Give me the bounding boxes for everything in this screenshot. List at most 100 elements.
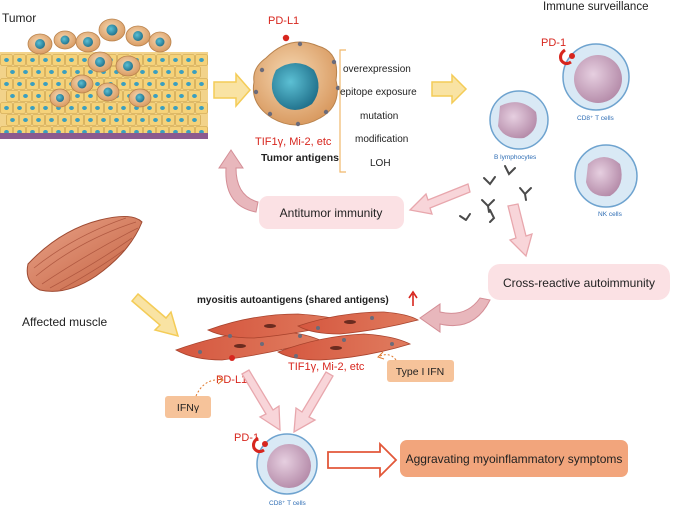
mechanism-bracket xyxy=(339,49,346,173)
epithelial-nucleus xyxy=(140,118,145,122)
type-i-ifn-box xyxy=(387,360,454,382)
epithelial-nucleus xyxy=(95,82,100,86)
nk-cell xyxy=(574,144,638,208)
cross-reactive-label: Cross-reactive autoimmunity xyxy=(503,276,655,290)
aggravating-label: Aggravating myoinflammatory symptoms xyxy=(406,452,623,466)
nk-cells-label: NK cells xyxy=(598,211,623,218)
epithelial-nucleus xyxy=(17,106,22,110)
muscle-fibers xyxy=(175,311,420,361)
epithelial-nucleus xyxy=(82,58,87,62)
epithelial-nucleus xyxy=(43,58,48,62)
arrow-to-cross-reactive xyxy=(507,203,533,258)
mechanism-item: epitope exposure xyxy=(340,87,417,98)
epithelial-nucleus xyxy=(108,106,113,110)
epithelial-nucleus xyxy=(30,58,35,62)
pd-1-bottom-label: PD-1 xyxy=(234,432,259,444)
epithelial-nucleus xyxy=(69,58,74,62)
epithelial-nucleus xyxy=(23,118,28,122)
pd-1-receptor-top xyxy=(559,48,575,66)
arrow-muscle-to-fibers xyxy=(130,292,180,338)
epithelial-nucleus xyxy=(88,94,93,98)
epithelial-nucleus xyxy=(56,82,61,86)
pd-l1-molecule-top xyxy=(282,34,290,42)
epithelial-nucleus xyxy=(36,70,41,74)
epithelial-nucleus xyxy=(75,118,80,122)
cd8-t-cells-bottom-label: CD8⁺ T cells xyxy=(269,500,307,507)
epithelial-nucleus xyxy=(173,106,178,110)
epithelial-nucleus xyxy=(43,82,48,86)
epithelial-nucleus xyxy=(199,106,204,110)
epithelial-nucleus xyxy=(36,118,41,122)
epithelial-nucleus xyxy=(186,58,191,62)
arrow-pdl1-to-tcell xyxy=(241,369,281,432)
pd-1-receptor-bottom xyxy=(252,436,268,454)
arrow-feedback-tumor xyxy=(218,149,259,213)
epithelial-nucleus xyxy=(173,58,178,62)
mechanism-list: overexpression epitope exposure mutation… xyxy=(340,64,417,169)
epithelial-nucleus xyxy=(173,82,178,86)
dashed-arrow-type-i-ifn xyxy=(379,354,397,361)
cd8-t-cells-top-label: CD8⁺ T cells xyxy=(577,115,615,122)
epithelial-nucleus xyxy=(101,118,106,122)
b-lymphocytes-label: B lymphocytes xyxy=(494,154,537,161)
aggravating-box xyxy=(400,440,628,477)
dashed-arrow-ifn-gamma xyxy=(195,379,223,397)
antitumor-immunity-box xyxy=(259,196,404,229)
epithelial-nucleus xyxy=(82,106,87,110)
arrow-to-immune xyxy=(431,73,468,105)
epithelial-nucleus xyxy=(134,82,139,86)
epithelial-nucleus xyxy=(199,58,204,62)
epithelial-nucleus xyxy=(49,118,54,122)
epithelial-nucleus xyxy=(160,82,165,86)
epithelial-nucleus xyxy=(166,70,171,74)
arrow-to-aggravating xyxy=(327,441,398,479)
epithelial-nucleus xyxy=(186,82,191,86)
epithelial-nucleus xyxy=(186,106,191,110)
mechanism-item: overexpression xyxy=(343,64,411,75)
epithelial-nucleus xyxy=(179,70,184,74)
epithelial-nucleus xyxy=(75,70,80,74)
epithelial-nucleus xyxy=(17,58,22,62)
pd-1-top-label: PD-1 xyxy=(541,37,566,49)
epithelial-nucleus xyxy=(43,106,48,110)
epithelial-nucleus xyxy=(10,70,15,74)
arrow-tumor-to-cell xyxy=(213,72,251,108)
epithelial-nucleus xyxy=(62,70,67,74)
epithelial-nucleus xyxy=(69,106,74,110)
tumor-label: Tumor xyxy=(2,11,36,25)
epithelial-nucleus xyxy=(147,106,152,110)
epithelial-nucleus xyxy=(88,70,93,74)
epithelial-nucleus xyxy=(179,118,184,122)
type-i-ifn-label: Type I IFN xyxy=(396,366,444,378)
epithelial-nucleus xyxy=(23,70,28,74)
epithelial-nucleus xyxy=(36,94,41,98)
epithelial-nucleus xyxy=(30,82,35,86)
epithelial-nucleus xyxy=(153,70,158,74)
epithelial-nucleus xyxy=(30,106,35,110)
epithelial-nucleus xyxy=(166,94,171,98)
epithelial-nucleus xyxy=(56,58,61,62)
epithelial-nucleus xyxy=(192,94,197,98)
tumor-cell xyxy=(252,34,341,127)
epithelial-nucleus xyxy=(147,58,152,62)
epithelial-nucleus xyxy=(192,118,197,122)
epithelial-nucleus xyxy=(75,94,80,98)
epithelial-nucleus xyxy=(114,118,119,122)
mechanism-item: modification xyxy=(355,134,408,145)
cd8-t-cell-bottom xyxy=(256,433,318,495)
epithelial-nucleus xyxy=(192,70,197,74)
cross-reactive-box xyxy=(488,264,670,300)
epithelial-nucleus xyxy=(160,106,165,110)
epithelial-nucleus xyxy=(147,82,152,86)
myositis-autoantigens-label: myositis autoantigens (shared antigens) xyxy=(197,295,389,306)
affected-muscle-label: Affected muscle xyxy=(22,315,107,329)
epithelial-nucleus xyxy=(4,58,9,62)
epithelial-nucleus xyxy=(121,82,126,86)
antitumor-immunity-label: Antitumor immunity xyxy=(280,206,383,220)
up-arrow-icon xyxy=(408,290,418,306)
epithelial-nucleus xyxy=(153,118,158,122)
muscle-illustration xyxy=(26,216,143,292)
antibodies xyxy=(459,165,532,223)
epithelial-nucleus xyxy=(49,70,54,74)
ifn-gamma-label: IFNγ xyxy=(177,402,200,414)
